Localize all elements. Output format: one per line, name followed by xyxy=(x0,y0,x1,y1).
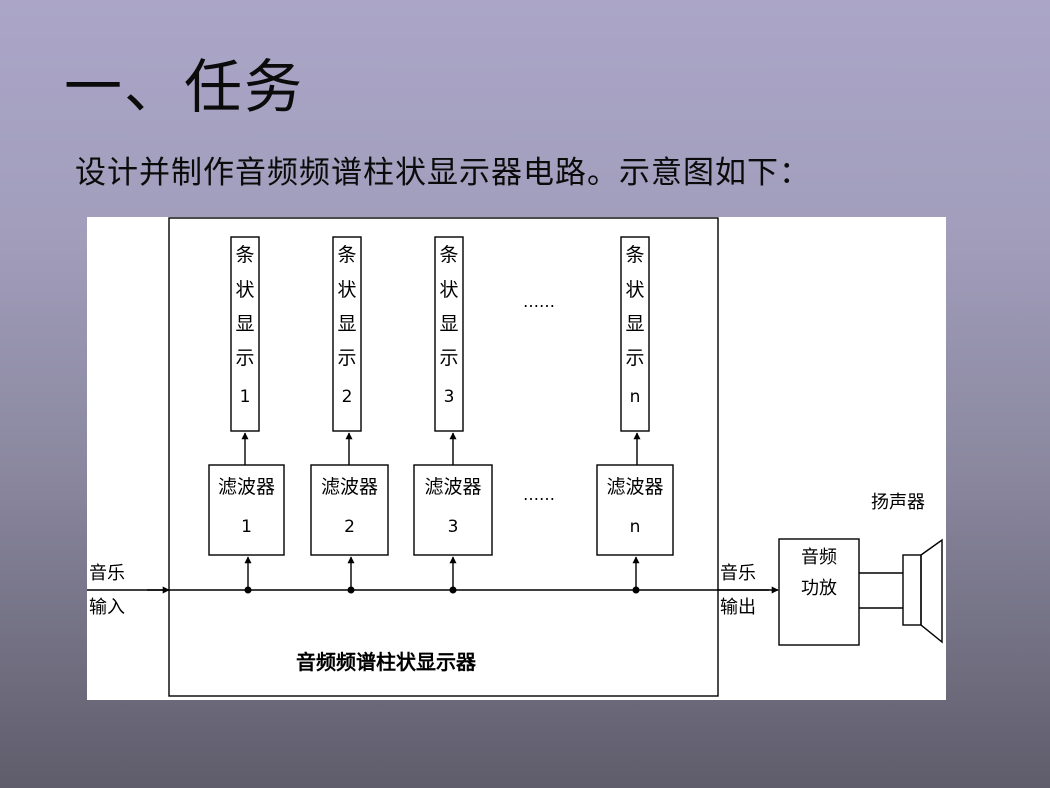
display-box xyxy=(434,236,464,432)
filter-box xyxy=(310,464,389,556)
filter-index: 3 xyxy=(448,517,459,537)
display-char: 条 xyxy=(439,244,458,266)
ellipsis-top: …… xyxy=(523,292,555,311)
display-index: 2 xyxy=(342,387,353,407)
filter-label: 滤波器 xyxy=(606,476,663,498)
amplifier-label-line1: 音频 xyxy=(801,547,837,568)
amplifier-box xyxy=(778,538,860,646)
display-char: 示 xyxy=(235,347,254,369)
display-char: 状 xyxy=(235,279,254,301)
display-char: 状 xyxy=(625,279,644,301)
filter-index: n xyxy=(630,517,641,537)
input-label-line2: 输入 xyxy=(89,597,125,618)
display-char: 条 xyxy=(625,244,644,266)
filter-label: 滤波器 xyxy=(424,476,481,498)
display-column-1: 条 状 显 示 1 xyxy=(230,236,260,432)
ellipsis-middle: …… xyxy=(523,485,555,504)
display-char: 示 xyxy=(625,347,644,369)
filter-block-3: 滤波器 3 xyxy=(413,464,493,556)
filter-index: 2 xyxy=(344,517,355,537)
filter-block-2: 滤波器 2 xyxy=(310,464,389,556)
display-index: n xyxy=(630,387,641,407)
display-box xyxy=(620,236,650,432)
filter-box xyxy=(596,464,674,556)
display-char: 示 xyxy=(337,347,356,369)
amplifier-label-line2: 功放 xyxy=(801,578,837,599)
display-column-2: 条 状 显 示 2 xyxy=(332,236,362,432)
display-box xyxy=(230,236,260,432)
display-char: 显 xyxy=(235,313,254,335)
slide-title: 一、任务 xyxy=(64,53,305,121)
display-column-n: 条 状 显 示 n xyxy=(620,236,650,432)
filter-block-n: 滤波器 n xyxy=(596,464,674,556)
display-index: 1 xyxy=(240,387,251,407)
filter-label: 滤波器 xyxy=(218,476,275,498)
display-index: 3 xyxy=(444,387,455,407)
display-box xyxy=(332,236,362,432)
display-column-3: 条 状 显 示 3 xyxy=(434,236,464,432)
speaker-label: 扬声器 xyxy=(871,492,925,513)
display-char: 显 xyxy=(337,313,356,335)
block-diagram: 条 状 显 示 1 条 状 显 示 2 条 状 显 示 3 条 状 显 示 xyxy=(87,217,943,697)
input-label-line1: 音乐 xyxy=(89,563,125,584)
filter-box xyxy=(413,464,493,556)
filter-block-1: 滤波器 1 xyxy=(208,464,285,556)
display-char: 显 xyxy=(625,313,644,335)
display-char: 示 xyxy=(439,347,458,369)
display-char: 条 xyxy=(235,244,254,266)
diagram-panel: 条 状 显 示 1 条 状 显 示 2 条 状 显 示 3 条 状 显 示 xyxy=(87,217,946,700)
display-char: 显 xyxy=(439,313,458,335)
display-char: 状 xyxy=(337,279,356,301)
output-label-line1: 音乐 xyxy=(720,563,756,584)
filter-label: 滤波器 xyxy=(321,476,378,498)
slide-text: 设计并制作音频频谱柱状显示器电路。示意图如下： xyxy=(75,155,811,191)
display-char: 状 xyxy=(439,279,458,301)
main-label: 音频频谱柱状显示器 xyxy=(296,650,477,674)
main-box xyxy=(168,217,719,697)
display-char: 条 xyxy=(337,244,356,266)
filter-box xyxy=(208,464,285,556)
filter-index: 1 xyxy=(241,517,252,537)
output-label-line2: 输出 xyxy=(720,597,756,618)
speaker-icon xyxy=(902,538,943,644)
